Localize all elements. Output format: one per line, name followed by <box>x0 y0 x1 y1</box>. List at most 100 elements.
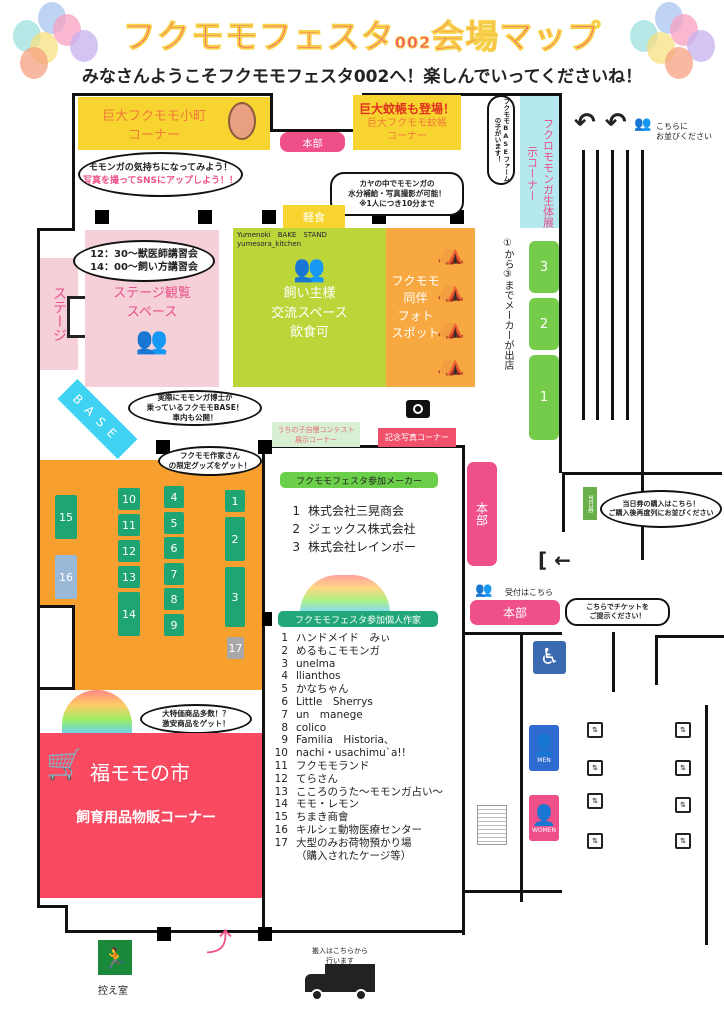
booth-12[interactable]: 12 <box>118 540 140 562</box>
list-item: （購入されたケージ等） <box>296 849 412 862</box>
booth-16[interactable]: 16 <box>55 555 77 599</box>
kaya-corner: 巨大蚊帳も登場！ 巨大フクモモ蚊帳 コーナー <box>353 95 461 150</box>
emergency-exit-icon: 🏃 <box>98 940 132 975</box>
memorial-photo-corner: 記念写真コーナー <box>378 428 456 447</box>
booth-4[interactable]: 4 <box>164 486 184 508</box>
booth-13[interactable]: 13 <box>118 566 140 588</box>
people-queue-icon: 👥 <box>634 116 652 132</box>
maker-note: ①から③までメーカーが出店 <box>502 238 513 370</box>
honbu-side[interactable]: 本部 <box>467 462 497 566</box>
maker-booth-2[interactable]: 2 <box>529 298 559 350</box>
booth-8[interactable]: 8 <box>164 588 184 610</box>
tent-icons: ⛺⛺⛺⛺ <box>437 241 465 377</box>
bubble-farm: フクモモBASEファームの子がいます！ <box>487 95 515 185</box>
booth-11[interactable]: 11 <box>118 514 140 536</box>
reception-people-icon: 👥 <box>475 582 493 598</box>
bubble-ticket-buy: 当日券の購入はこちら！ ご購入後再度列にお並びください <box>600 490 722 528</box>
stairs-icon <box>477 805 507 845</box>
base-car[interactable]: BASE <box>57 379 138 459</box>
loading-label: 搬入はこちらから 行います <box>312 947 368 965</box>
kaya-sub: 巨大フクモモ蚊帳 コーナー <box>367 118 447 143</box>
balloons-right-icon <box>625 2 724 92</box>
reception-label: 受付はこちら <box>505 588 553 597</box>
kaya-heading: 巨大蚊帳も登場！ <box>358 101 455 116</box>
honbu-reception[interactable]: 本部 <box>470 600 560 625</box>
booth-6[interactable]: 6 <box>164 537 184 559</box>
market-subtitle: 飼育用品物販コーナー <box>76 810 216 826</box>
truck-icon <box>305 964 375 1004</box>
momonga-mascot-icon <box>228 102 256 140</box>
same-day-ticket-booth[interactable]: 当日券 <box>583 487 597 520</box>
page-subtitle: みなさんようこそフクモモフェスタ002へ！楽しんでいってくださいね！ <box>81 67 643 87</box>
wheelchair-icon: ♿ <box>533 641 566 674</box>
booth-14[interactable]: 14 <box>118 592 140 636</box>
camera-icon <box>406 400 430 418</box>
restroom-men[interactable]: 👤MEN <box>529 725 559 771</box>
live-exhibit-corner: フクロモモンガ生体展示コーナー <box>520 96 559 228</box>
page-title: フクモモフェスタ002会場マップ <box>122 17 602 57</box>
contest-corner: うちの子自慢コンテスト 展示コーナー <box>272 422 360 447</box>
booth-1[interactable]: 1 <box>225 490 245 512</box>
exchange-label: 飼い主様 交流スペース 飲食可 <box>271 286 348 340</box>
entrance-arrow-icon: [ ← <box>538 548 571 572</box>
audience-icon: 👥 <box>135 325 169 356</box>
pillar <box>258 927 272 941</box>
pillar <box>258 440 272 454</box>
booth-15[interactable]: 15 <box>55 495 77 539</box>
stage: ステージ <box>40 258 78 370</box>
snack-corner: 軽食 <box>283 205 345 228</box>
booth-3[interactable]: 3 <box>225 567 245 627</box>
booth-10[interactable]: 10 <box>118 488 140 510</box>
artists-label: フクモモフェスタ参加個人作家 <box>278 611 438 627</box>
restroom-women[interactable]: 👤WOMEN <box>529 795 559 841</box>
waiting-room-label: 控え室 <box>98 986 128 997</box>
pillar <box>156 440 170 454</box>
booth-7[interactable]: 7 <box>164 563 184 585</box>
bubble-bargain: 大特価商品多数！？ 激安商品をゲット！ <box>140 704 252 734</box>
maker-booth-3[interactable]: 3 <box>529 241 559 293</box>
mascot-rainbow-center <box>300 575 390 613</box>
cart-icon: 🛒 <box>46 747 84 782</box>
pillar <box>198 210 212 224</box>
booth-9[interactable]: 9 <box>164 614 184 636</box>
balloons-left-icon <box>8 2 108 92</box>
bake-stand-label: Yumenoki BAKE STAND yumesora_kitchen <box>237 231 327 248</box>
maker-booth-1[interactable]: 1 <box>529 355 559 440</box>
makers-label: フクモモフェスタ参加メーカー <box>280 472 438 488</box>
mascot-rainbow <box>62 690 132 735</box>
photo-spot: フクモモ 同伴 フォト スポット <box>386 228 475 387</box>
booth-17[interactable]: 17 <box>227 637 244 659</box>
bubble-momonga-feel: モモンガの気持ちになってみよう！写真を撮ってSNSにアップしよう！！ <box>78 152 243 197</box>
pillar <box>262 210 276 224</box>
market-area: 🛒 福モモの市 飼育用品物販コーナー <box>40 733 262 898</box>
booth-5[interactable]: 5 <box>164 512 184 534</box>
exchange-space: Yumenoki BAKE STAND yumesora_kitchen 👥 飼… <box>233 228 386 387</box>
honbu-top[interactable]: 本部 <box>280 132 345 152</box>
people-table-icon: 👥 <box>293 254 326 284</box>
pillar <box>157 927 171 941</box>
bubble-base-car: 実際にモモンガ博士が 乗っているフクモモBASE！ 車内も公開！ <box>128 390 262 426</box>
booth-2[interactable]: 2 <box>225 517 245 561</box>
entrance-pink-arrow: ⤴ <box>206 928 233 958</box>
bubble-artist-goods: フクモモ作家さん の限定グッズをゲット！ <box>158 446 262 476</box>
